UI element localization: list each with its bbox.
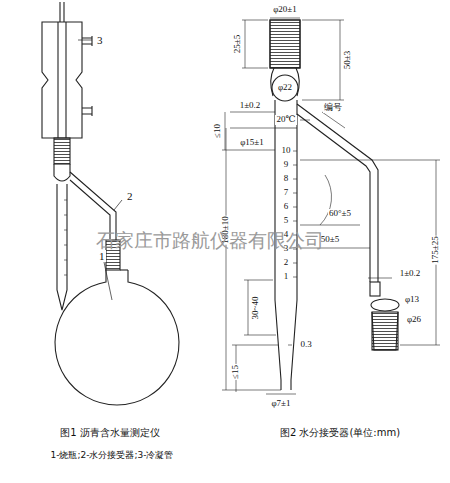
dimension-label: φ26 (406, 315, 422, 325)
scale-number: 2 (283, 258, 290, 268)
dimension-label: 60°±5 (328, 209, 352, 219)
figure-legend: 1-烧瓶;2-水分接受器;3-冷凝管 (50, 451, 175, 461)
dimension-label: 1±0.2 (239, 101, 262, 111)
scale-number: 1 (283, 272, 290, 282)
dimension-label: 1±0.2 (399, 269, 422, 279)
dimension-label: 175±25 (431, 235, 441, 264)
callout-number: 3 (96, 34, 104, 46)
scale-number: 0.3 (299, 340, 312, 350)
watermark: 石家庄市路航仪器有限公司 (95, 230, 325, 251)
dimension-label: 25±5 (233, 34, 243, 54)
dimension-label: 50±3 (343, 50, 353, 70)
dimension-label: φ13 (404, 295, 420, 305)
scale-number: 9 (283, 160, 290, 170)
scale-number: 10 (281, 146, 292, 156)
callout-number: 2 (126, 190, 134, 202)
dimension-label: ≤10 (213, 123, 223, 139)
dimension-label: 编号 (323, 103, 343, 113)
figure-caption: 图2 水分接受器(单位:mm) (279, 427, 401, 438)
dimension-label: ≤15 (231, 364, 241, 380)
dimension-label: 30~40 (251, 296, 261, 321)
dimension-label: φ22 (277, 83, 293, 93)
scale-number: 8 (283, 174, 290, 184)
scale-number: 6 (283, 202, 290, 212)
dimension-label: φ20±1 (272, 5, 298, 15)
scale-number: 5 (283, 216, 290, 226)
callout-number: 1 (98, 250, 106, 262)
figure-caption: 图1 沥青含水量测定仪 (59, 427, 161, 438)
dimension-label: φ15±1 (239, 138, 265, 148)
scale-number: 7 (283, 188, 290, 198)
dimension-label: φ7±1 (270, 399, 291, 409)
dimension-label: 20℃ (275, 115, 296, 125)
